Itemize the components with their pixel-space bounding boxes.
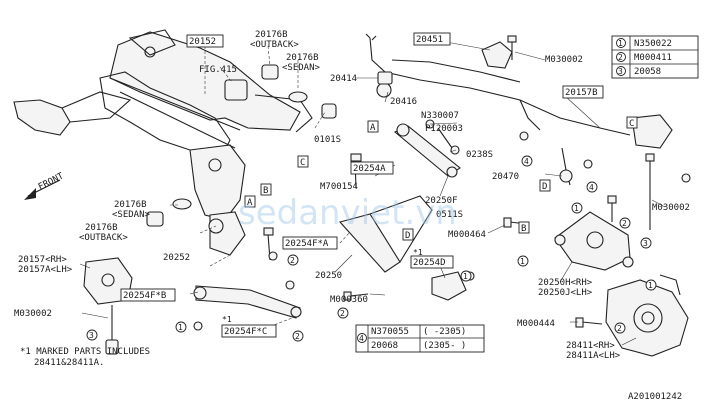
legend-row-1-num: 1	[618, 39, 623, 48]
label-p120003: P120003	[425, 124, 463, 134]
front-arrow-label: FRONT	[37, 171, 66, 192]
label-20152: 20152	[189, 37, 216, 47]
callout-d-1: D	[542, 182, 547, 192]
callout-b-1: B	[263, 186, 268, 196]
marker-1-b: 1	[463, 272, 468, 281]
callout-c-2: C	[629, 119, 634, 129]
label-m030002-left: M030002	[14, 309, 52, 319]
label-20157-rh: 20157<RH>	[18, 255, 67, 265]
marker-2-e: 2	[617, 324, 622, 333]
label-20176b-outback: 20176B	[255, 30, 288, 40]
stabilizer-link-drawing	[559, 147, 573, 186]
label-20176b-outback2: 20176B	[85, 223, 118, 233]
marker-1-e: 1	[648, 281, 653, 290]
lower-link-drawing	[193, 195, 467, 319]
subtable-row-1-range: ( -2305)	[423, 327, 466, 337]
label-20176b-sedan2: 20176B	[114, 200, 147, 210]
label-20252: 20252	[163, 253, 190, 263]
label-20157b: 20157B	[565, 88, 598, 98]
label-20176b-sedan: 20176B	[286, 53, 319, 63]
label-20254d: 20254D	[413, 258, 446, 268]
label-0511s: 0511S	[436, 210, 463, 220]
label-20250f: 20250F	[425, 196, 458, 206]
lateral-link-drawing	[393, 123, 461, 178]
label-m030002-top: M030002	[545, 55, 583, 65]
label-20416: 20416	[390, 97, 417, 107]
variant-subtable: 4 N370055 ( -2305) 20068 (2305- )	[355, 324, 485, 353]
marker-1-d: 1	[520, 257, 525, 266]
legend-row-3-code: 20058	[634, 67, 661, 77]
label-20254f-c: 20254F*C	[224, 327, 267, 337]
leader-lines	[79, 39, 666, 346]
label-20470: 20470	[492, 172, 519, 182]
label-28411-rh: 28411<RH>	[566, 341, 615, 351]
footnote: *1 MARKED PARTS INCLUDES 28411&28411A.	[20, 347, 150, 368]
marker-1-a: 1	[178, 323, 183, 332]
circled-markers: 1 2 2 3 1 2 4 4 2 3 1 1 1 2	[86, 155, 657, 342]
label-20451: 20451	[416, 35, 443, 45]
label-outback-tag: <OUTBACK>	[250, 40, 299, 50]
subtable-num: 4	[359, 334, 364, 343]
label-0101s: 0101S	[314, 135, 341, 145]
label-m030002-right: M030002	[652, 203, 690, 213]
label-20414: 20414	[330, 74, 357, 84]
callout-a-1: A	[370, 123, 376, 133]
marker-4-b: 4	[589, 183, 594, 192]
label-star1-b: *1	[222, 315, 232, 324]
label-20254a: 20254A	[353, 164, 386, 174]
label-sedan-tag2: <SEDAN>	[112, 210, 151, 220]
label-m000360: M000360	[330, 295, 368, 305]
subtable-row-2-range: (2305- )	[423, 341, 466, 351]
label-star1-a: *1	[413, 248, 423, 257]
marker-2-d: 2	[622, 219, 627, 228]
label-m000444: M000444	[517, 319, 555, 329]
label-m000464: M000464	[448, 230, 486, 240]
label-m700154: M700154	[320, 182, 358, 192]
label-20254f-b: 20254F*B	[123, 291, 166, 301]
marker-4-a: 4	[524, 157, 529, 166]
watermark: sedanviet.vn	[238, 193, 457, 233]
legend-row-1-code: N350022	[634, 39, 672, 49]
lower-arm-drawing	[554, 211, 634, 271]
marker-2-b: 2	[295, 332, 300, 341]
fastener-legend-table: 1 N350022 2 M000411 3 20058	[611, 35, 699, 79]
label-20250: 20250	[315, 271, 342, 281]
legend-row-3-num: 3	[618, 67, 623, 76]
marker-3-a: 3	[89, 331, 94, 340]
footnote-line-2: 28411&28411A.	[34, 358, 104, 368]
marker-1-c: 1	[574, 204, 579, 213]
subtable-row-1-code: N370055	[371, 327, 409, 337]
label-n330007: N330007	[421, 111, 459, 121]
marker-3-b: 3	[643, 239, 648, 248]
label-0238s: 0238S	[466, 150, 493, 160]
legend-row-2-code: M000411	[634, 53, 672, 63]
footnote-line-1: *1 MARKED PARTS INCLUDES	[20, 347, 150, 357]
label-20254f-a: 20254F*A	[285, 239, 329, 249]
stabilizer-bar-drawing	[365, 33, 673, 149]
callout-d-2: D	[405, 231, 410, 241]
marker-2-a: 2	[290, 256, 295, 265]
front-arrow: FRONT	[24, 171, 66, 200]
label-20250h-rh: 20250H<RH>	[538, 278, 593, 288]
callout-b-2: B	[521, 224, 526, 234]
label-outback-tag2: <OUTBACK>	[79, 233, 128, 243]
label-sedan-tag: <SEDAN>	[282, 63, 321, 73]
label-20157a-lh: 20157A<LH>	[18, 265, 73, 275]
legend-row-2-num: 2	[618, 53, 623, 62]
marker-2-c: 2	[340, 309, 345, 318]
label-fig415: FIG.415	[199, 65, 237, 75]
label-28411a-lh: 28411A<LH>	[566, 351, 621, 361]
callout-a-2: A	[247, 198, 253, 208]
subtable-row-2-code: 20068	[371, 341, 398, 351]
drawing-id: A201001242	[628, 392, 682, 402]
part-labels: 20152 20176B <OUTBACK> FIG.415 20176B <S…	[14, 30, 690, 361]
label-20250j-lh: 20250J<LH>	[538, 288, 593, 298]
callout-letters: A A B B C C D D	[244, 116, 638, 241]
callout-c-1: C	[300, 158, 305, 168]
